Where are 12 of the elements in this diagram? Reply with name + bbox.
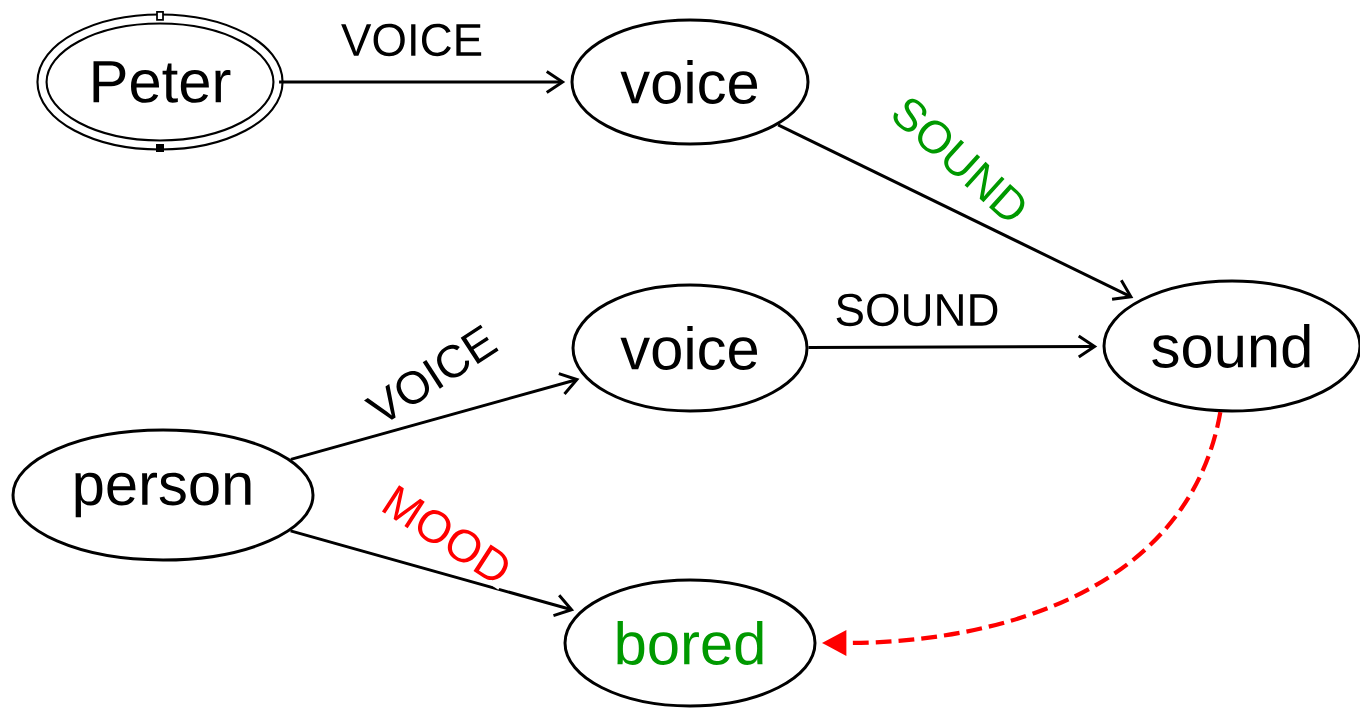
arrow — [279, 70, 566, 94]
arrow — [290, 372, 580, 461]
ellipse-node: person — [11, 428, 315, 562]
ellipse-node: voice — [570, 18, 810, 146]
ellipse-node: bored — [563, 578, 817, 708]
edge-label: VOICE — [339, 22, 485, 58]
ellipse-node: Peter — [36, 13, 284, 151]
ellipse-node: voice — [571, 283, 809, 413]
arrow — [808, 334, 1098, 359]
arrow — [290, 529, 575, 617]
arrow — [777, 123, 1134, 301]
edge-label: SOUND — [832, 292, 1002, 328]
